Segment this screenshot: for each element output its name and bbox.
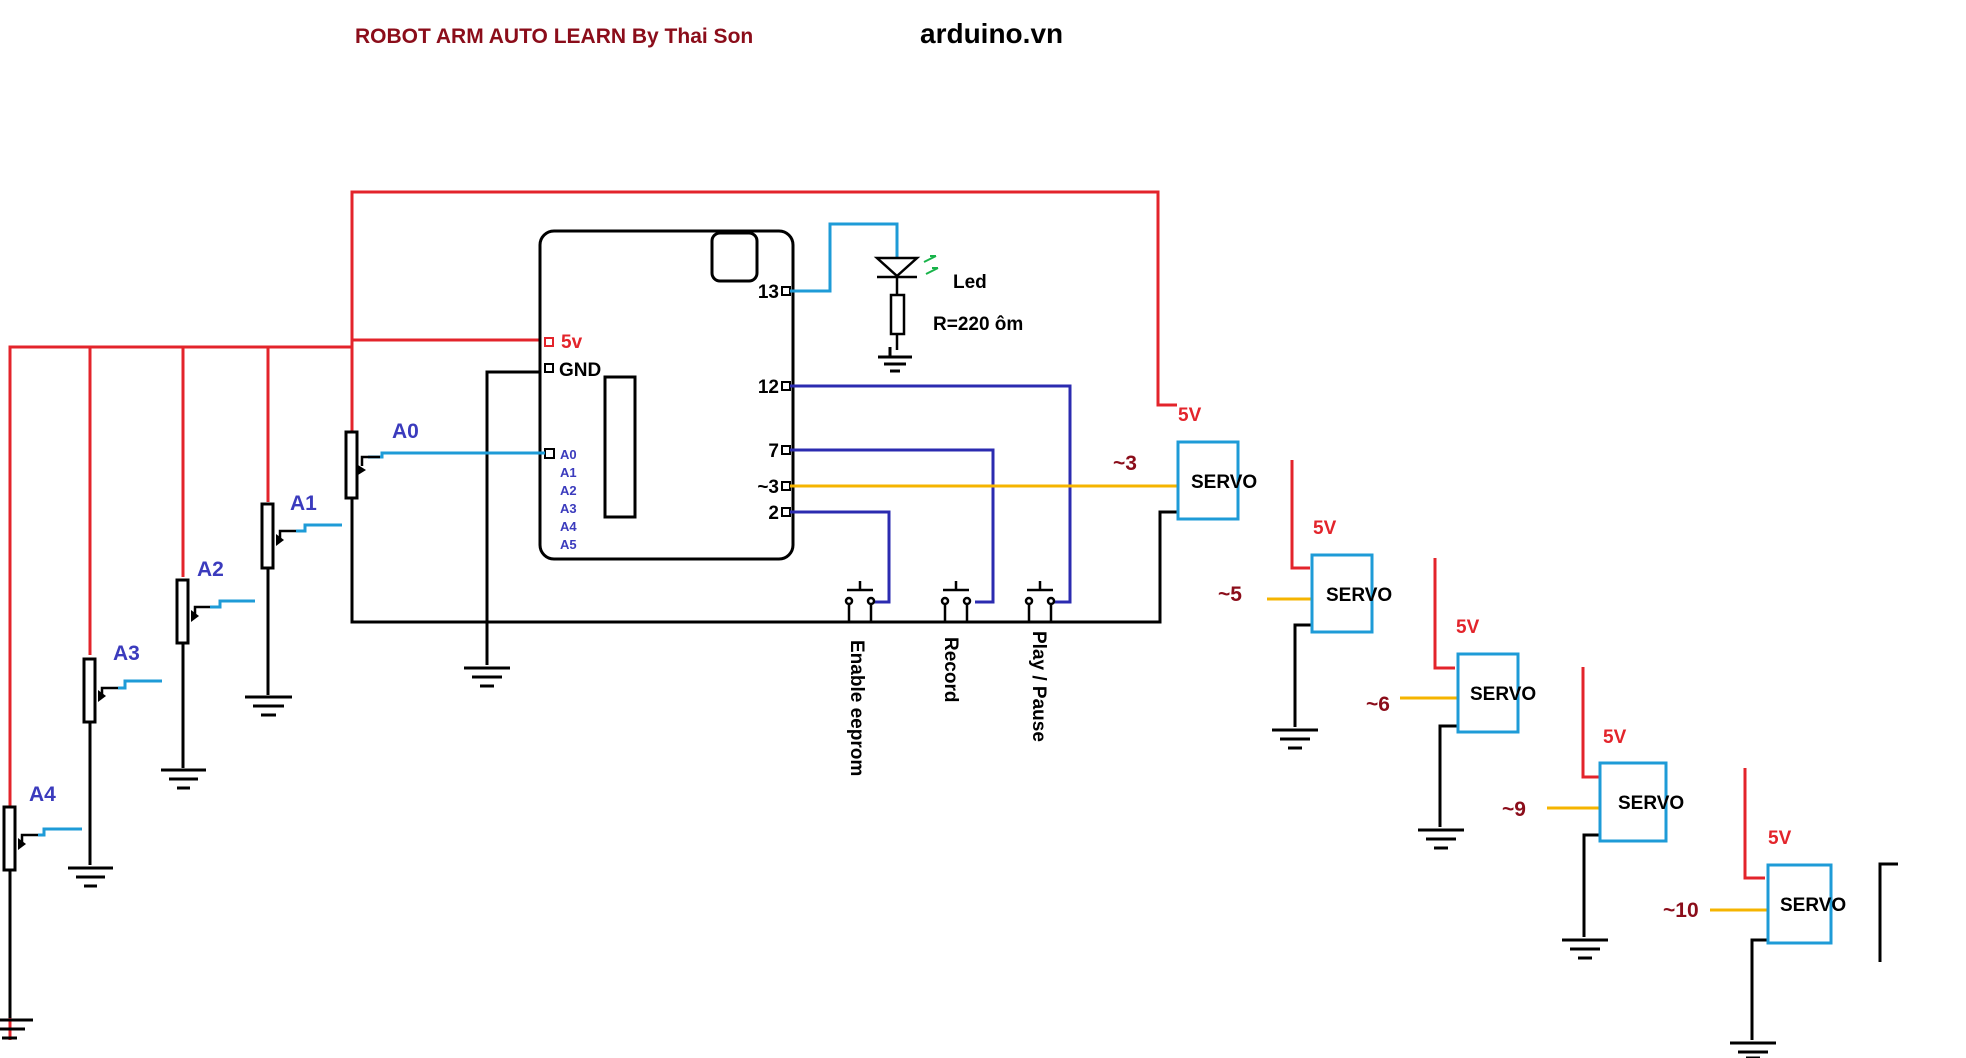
servo-signal-label: ~5 — [1218, 583, 1242, 606]
button-label-play-pause: Play / Pause — [1028, 631, 1049, 742]
servo-label: SERVO — [1470, 684, 1536, 705]
button-enable-eeprom — [844, 581, 876, 622]
pin-7 — [781, 445, 791, 455]
ground-wires — [8, 347, 1898, 1040]
led-symbol — [873, 256, 921, 278]
push-buttons — [844, 581, 1056, 622]
ground-symbol-a4 — [0, 1018, 33, 1040]
button-label-enable-eeprom: Enable eeprom — [846, 640, 867, 776]
ground-symbol-a1 — [245, 695, 292, 717]
pwm-wires — [790, 484, 1768, 912]
usb-connector — [710, 231, 759, 283]
pot-label-a0: A0 — [392, 420, 419, 443]
ground-symbol-servo2 — [1272, 728, 1318, 750]
label-a4: A4 — [560, 519, 577, 534]
pin-gnd — [544, 363, 554, 373]
site-name: arduino.vn — [920, 18, 1063, 49]
servo-power-label: 5V — [1456, 617, 1480, 638]
pot-label-a4: A4 — [29, 783, 56, 806]
servo-power-label: 5V — [1178, 405, 1202, 426]
resistor-label: R=220 ôm — [933, 314, 1023, 335]
ground-symbol-servo3 — [1418, 828, 1464, 850]
arduino-board: 5v GND A0 A1 A2 A3 A4 A5 13 12 7 ~3 2 — [538, 229, 795, 561]
potentiometer-a3: A3 — [82, 642, 140, 724]
servo-signal-label: ~9 — [1502, 798, 1526, 821]
label-5v: 5v — [561, 332, 583, 353]
pot-label-a1: A1 — [290, 492, 317, 515]
pin-a0 — [544, 448, 555, 459]
servo-power-label: 5V — [1313, 518, 1337, 539]
label-a5: A5 — [560, 537, 577, 552]
servo-4: SERVO 5V ~9 — [1502, 727, 1684, 843]
ground-symbols — [0, 355, 1776, 1058]
button-record — [940, 581, 972, 622]
ground-symbol-a3 — [68, 866, 113, 888]
led-label: Led — [953, 272, 987, 293]
label-a2: A2 — [560, 483, 577, 498]
servo-signal-label: ~3 — [1113, 452, 1137, 475]
ground-symbol-gnd — [464, 666, 510, 688]
servo-3: SERVO 5V ~6 — [1366, 617, 1536, 734]
servo-power-label: 5V — [1768, 828, 1792, 849]
led-emission-icon — [923, 255, 939, 275]
ground-symbol-servo5 — [1730, 1041, 1776, 1058]
potentiometer-a0: A0 — [344, 420, 419, 500]
servo-signal-label: ~6 — [1366, 693, 1390, 716]
label-pin-12: 12 — [758, 377, 779, 398]
label-pin-7: 7 — [768, 441, 779, 462]
pin-13 — [781, 286, 791, 296]
label-a1: A1 — [560, 465, 577, 480]
led-circuit: Led R=220 ôm — [873, 255, 1023, 350]
button-play-pause — [1024, 581, 1056, 622]
board-outline — [538, 229, 795, 561]
button-label-record: Record — [940, 637, 961, 702]
servo-power-label: 5V — [1603, 727, 1627, 748]
potentiometer-a2: A2 — [175, 558, 224, 645]
digital-wires — [790, 384, 1072, 604]
ground-symbol-led — [878, 355, 912, 373]
power-wires — [8, 190, 1765, 1040]
pot-label-a2: A2 — [197, 558, 224, 581]
servo-signal-label: ~10 — [1663, 899, 1699, 922]
chip — [603, 375, 637, 519]
potentiometer-a1: A1 — [260, 492, 317, 570]
servo-1: SERVO 5V ~3 — [1113, 405, 1257, 521]
pin-5v — [544, 337, 554, 347]
resistor-symbol — [889, 293, 906, 336]
servo-5: SERVO 5V ~10 — [1663, 828, 1846, 945]
label-pin-2: 2 — [768, 503, 779, 524]
label-gnd: GND — [559, 360, 601, 381]
servo-label: SERVO — [1618, 793, 1684, 814]
pin-12 — [781, 381, 791, 391]
potentiometer-a4: A4 — [2, 783, 56, 872]
pin-3 — [781, 481, 791, 491]
pin-2 — [781, 507, 791, 517]
label-pin-3: ~3 — [757, 477, 779, 498]
ground-symbol-a2 — [161, 768, 206, 790]
potentiometers: A0 A1 A2 A3 A4 — [2, 420, 419, 872]
servo-label: SERVO — [1191, 472, 1257, 493]
servo-2: SERVO 5V ~5 — [1218, 518, 1392, 634]
label-a0: A0 — [560, 447, 577, 462]
pot-label-a3: A3 — [113, 642, 140, 665]
ground-symbol-servo4 — [1562, 938, 1608, 960]
label-a3: A3 — [560, 501, 577, 516]
label-pin-13: 13 — [758, 282, 779, 303]
servo-label: SERVO — [1326, 585, 1392, 606]
servo-label: SERVO — [1780, 895, 1846, 916]
diagram-title: ROBOT ARM AUTO LEARN By Thai Son — [355, 25, 753, 48]
